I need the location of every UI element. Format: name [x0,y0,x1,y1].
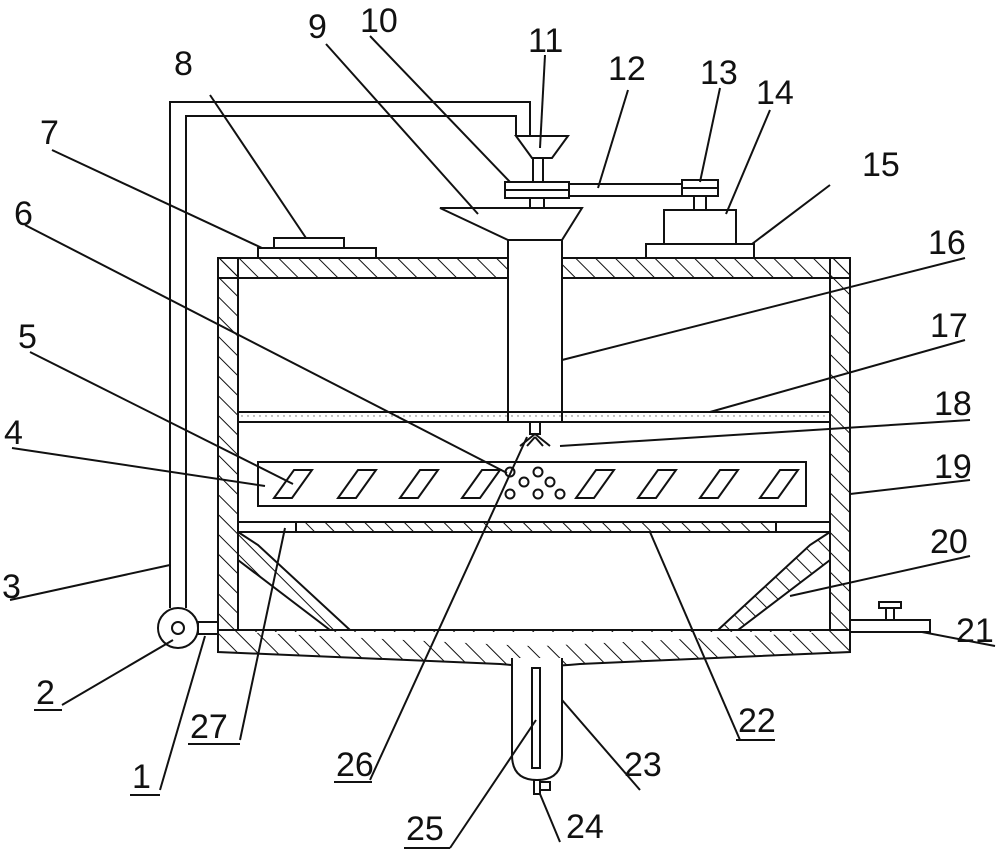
inlet-cap [273,237,345,249]
hopper-left [237,530,353,631]
label-19: 19 [934,448,972,486]
label-6: 6 [14,195,33,233]
screen-mesh [295,521,777,533]
label-12: 12 [608,50,646,88]
outlet-valve [539,781,551,791]
filter-plate [237,411,831,423]
label-9: 9 [308,8,327,46]
label-7: 7 [40,114,59,152]
central-column [507,239,563,423]
drum-holes [504,466,566,500]
label-5: 5 [18,318,37,356]
label-24: 24 [566,808,604,846]
label-2: 2 [36,674,55,712]
inlet-pipe [197,621,219,635]
top-funnel [514,135,570,159]
hopper-right [715,530,831,631]
label-18: 18 [934,385,972,423]
label-27: 27 [190,708,228,746]
motor [663,209,737,245]
label-16: 16 [928,224,966,262]
feed-funnel [439,207,584,241]
label-17: 17 [930,307,968,345]
label-11: 11 [528,22,563,60]
motor-base [645,243,755,259]
label-13: 13 [700,54,738,92]
leader-lines [9,35,996,849]
label-1: 1 [132,758,151,796]
drum-slats [272,469,800,499]
label-8: 8 [174,45,193,83]
label-26: 26 [336,746,374,784]
label-23: 23 [624,746,662,784]
label-15: 15 [862,146,900,184]
label-10: 10 [360,2,398,40]
label-21: 21 [956,612,994,650]
label-14: 14 [756,74,794,112]
label-25: 25 [406,810,444,848]
label-20: 20 [930,523,968,561]
label-4: 4 [4,414,23,452]
label-3: 3 [2,568,21,606]
inlet-base [257,247,377,259]
side-outlet [849,619,931,633]
outlet-pipe [531,667,541,769]
return-pipe [169,101,531,608]
label-22: 22 [738,702,776,740]
